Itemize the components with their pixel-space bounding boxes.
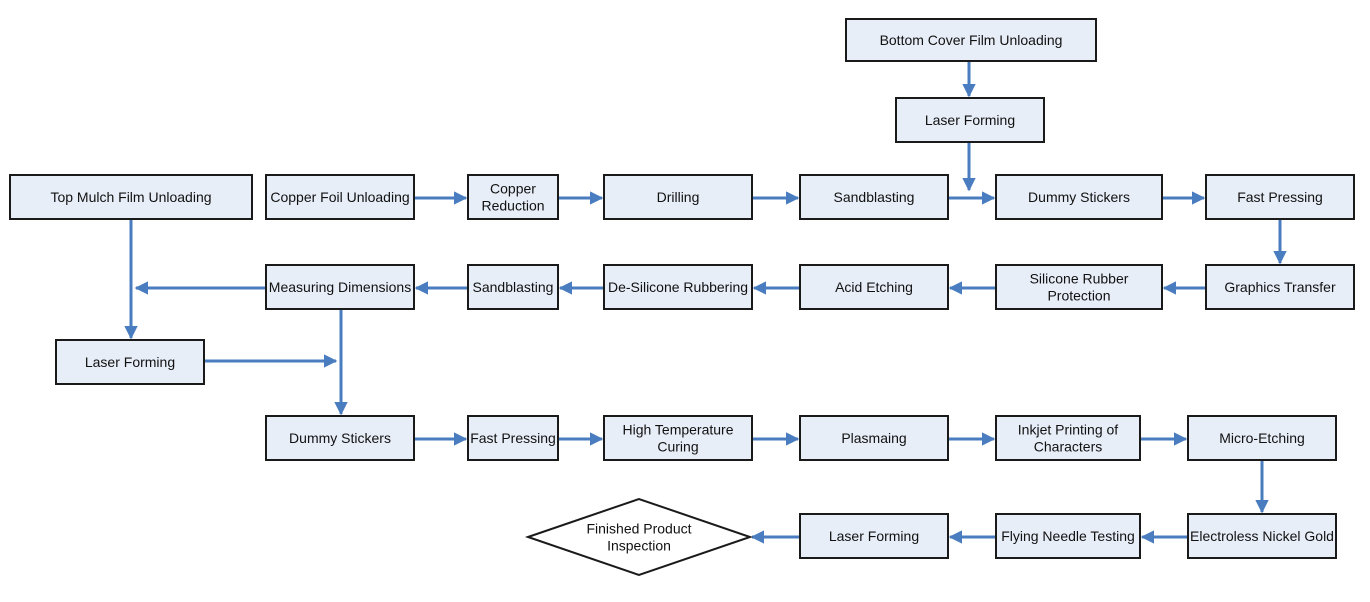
node-laser-forming-bottom: Laser Forming — [799, 513, 949, 559]
node-label-sandblasting-2: Sandblasting — [473, 279, 554, 295]
node-label-top-mulch-film-unloading: Top Mulch Film Unloading — [50, 189, 211, 205]
node-box-dummy-stickers-1 — [995, 174, 1163, 220]
node-label-laser-forming-bottom: Laser Forming — [829, 528, 919, 544]
node-fast-pressing-2: Fast Pressing — [467, 415, 559, 461]
node-box-fast-pressing-2 — [467, 415, 559, 461]
node-box-silicone-rubber-protection — [995, 264, 1163, 310]
node-box-laser-forming-left — [55, 339, 205, 385]
node-box-laser-forming-bottom — [799, 513, 949, 559]
node-graphics-transfer: Graphics Transfer — [1205, 264, 1355, 310]
node-box-copper-foil-unloading — [265, 174, 415, 220]
node-dummy-stickers-1: Dummy Stickers — [995, 174, 1163, 220]
node-label-sandblasting-1: Sandblasting — [834, 189, 915, 205]
node-label-dummy-stickers-2: Dummy Stickers — [289, 430, 391, 446]
node-label-inkjet-printing-line-1: Inkjet Printing of — [1018, 422, 1118, 438]
node-label-flying-needle-testing: Flying Needle Testing — [1001, 528, 1135, 544]
connector-layer — [124, 62, 1287, 544]
node-label-high-temperature-curing-line-2: Curing — [657, 439, 698, 455]
node-top-mulch-film-unloading: Top Mulch Film Unloading — [9, 174, 253, 220]
node-label-finished-product-inspection-line-1: Finished Product — [586, 521, 691, 537]
node-label-inkjet-printing-line-2: Characters — [1034, 439, 1102, 455]
node-copper-foil-unloading: Copper Foil Unloading — [265, 174, 415, 220]
node-sandblasting-1: Sandblasting — [799, 174, 949, 220]
node-box-electroless-nickel-gold — [1187, 513, 1337, 559]
node-label-drilling: Drilling — [657, 189, 700, 205]
node-label-fast-pressing-1: Fast Pressing — [1237, 189, 1323, 205]
node-dummy-stickers-2: Dummy Stickers — [265, 415, 415, 461]
node-box-sandblasting-1 — [799, 174, 949, 220]
node-laser-forming-top: Laser Forming — [895, 97, 1045, 143]
node-box-top-mulch-film-unloading — [9, 174, 253, 220]
node-sandblasting-2: Sandblasting — [467, 264, 559, 310]
node-de-silicone-rubbering: De-Silicone Rubbering — [603, 264, 753, 310]
node-plasmaing: Plasmaing — [799, 415, 949, 461]
node-bottom-cover-film-unloading: Bottom Cover Film Unloading — [845, 18, 1097, 62]
node-box-measuring-dimensions — [265, 264, 415, 310]
node-label-bottom-cover-film-unloading: Bottom Cover Film Unloading — [880, 32, 1063, 48]
node-drilling: Drilling — [603, 174, 753, 220]
node-flying-needle-testing: Flying Needle Testing — [995, 513, 1141, 559]
node-label-fast-pressing-2: Fast Pressing — [470, 430, 556, 446]
node-shape-finished-product-inspection — [524, 497, 754, 577]
node-label-graphics-transfer: Graphics Transfer — [1224, 279, 1336, 295]
node-box-micro-etching — [1187, 415, 1337, 461]
node-box-laser-forming-top — [895, 97, 1045, 143]
node-box-flying-needle-testing — [995, 513, 1141, 559]
node-label-silicone-rubber-protection-line-1: Silicone Rubber — [1030, 271, 1129, 287]
node-micro-etching: Micro-Etching — [1187, 415, 1337, 461]
node-label-dummy-stickers-1: Dummy Stickers — [1028, 189, 1130, 205]
node-label-micro-etching: Micro-Etching — [1219, 430, 1305, 446]
node-label-copper-reduction-line-2: Reduction — [481, 198, 544, 214]
node-box-high-temperature-curing — [603, 415, 753, 461]
node-measuring-dimensions: Measuring Dimensions — [265, 264, 415, 310]
node-label-high-temperature-curing-line-1: High Temperature — [622, 422, 733, 438]
node-electroless-nickel-gold: Electroless Nickel Gold — [1187, 513, 1337, 559]
node-acid-etching: Acid Etching — [799, 264, 949, 310]
node-label-electroless-nickel-gold: Electroless Nickel Gold — [1190, 528, 1334, 544]
node-box-drilling — [603, 174, 753, 220]
node-label-de-silicone-rubbering: De-Silicone Rubbering — [608, 279, 748, 295]
node-label-acid-etching: Acid Etching — [835, 279, 913, 295]
node-box-fast-pressing-1 — [1205, 174, 1355, 220]
node-label-laser-forming-top: Laser Forming — [925, 112, 1015, 128]
node-box-graphics-transfer — [1205, 264, 1355, 310]
node-label-laser-forming-left: Laser Forming — [85, 354, 175, 370]
node-box-bottom-cover-film-unloading — [845, 18, 1097, 62]
node-box-de-silicone-rubbering — [603, 264, 753, 310]
node-label-plasmaing: Plasmaing — [841, 430, 906, 446]
node-label-silicone-rubber-protection-line-2: Protection — [1047, 288, 1110, 304]
node-box-copper-reduction — [467, 174, 559, 220]
node-label-finished-product-inspection-line-2: Inspection — [607, 538, 671, 554]
node-box-acid-etching — [799, 264, 949, 310]
node-laser-forming-left: Laser Forming — [55, 339, 205, 385]
node-box-plasmaing — [799, 415, 949, 461]
node-box-sandblasting-2 — [467, 264, 559, 310]
node-label-measuring-dimensions: Measuring Dimensions — [269, 279, 411, 295]
node-label-copper-foil-unloading: Copper Foil Unloading — [270, 189, 409, 205]
node-box-dummy-stickers-2 — [265, 415, 415, 461]
node-box-inkjet-printing — [995, 415, 1141, 461]
node-label-copper-reduction-line-1: Copper — [490, 181, 536, 197]
node-fast-pressing-1: Fast Pressing — [1205, 174, 1355, 220]
